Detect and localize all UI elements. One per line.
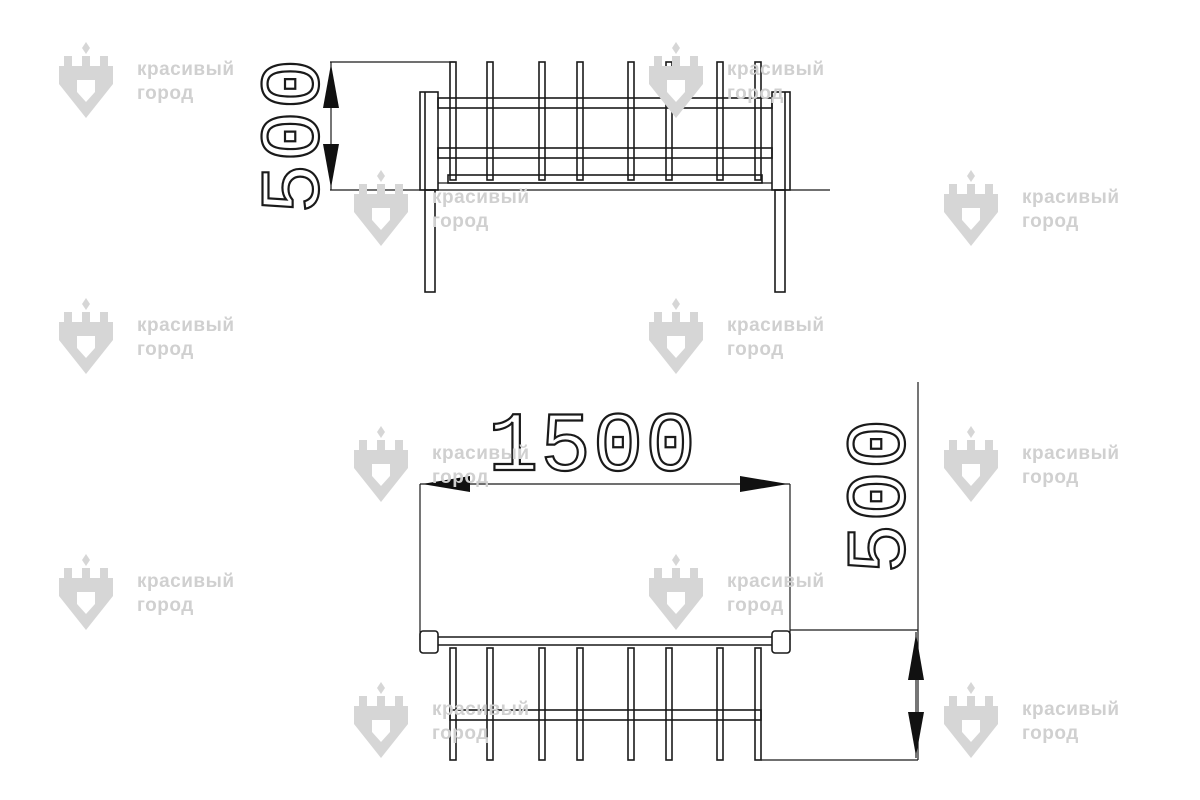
watermark-line-1: красивый	[432, 187, 530, 208]
castle-shield-logo-icon	[354, 682, 408, 758]
watermark: красивый город	[350, 168, 560, 248]
watermark-line-2: город	[1022, 723, 1079, 744]
watermark: красивый город	[645, 552, 855, 632]
side-view: 500	[248, 56, 830, 293]
middle-rail	[437, 147, 773, 159]
top-rail	[437, 97, 773, 109]
castle-shield-logo-icon	[649, 554, 703, 630]
watermark-line-1: красивый	[1022, 187, 1120, 208]
watermark-line-1: красивый	[1022, 699, 1120, 720]
watermark: красивый город	[645, 40, 855, 120]
watermark-line-2: город	[727, 339, 784, 360]
watermark-line-1: красивый	[137, 315, 235, 336]
dimension-top-width: 1500	[420, 400, 790, 497]
dimension-top-depth: 500	[834, 416, 931, 758]
dimension-side-height: 500	[248, 56, 345, 215]
dimension-label: 500	[249, 57, 344, 214]
castle-shield-logo-icon	[649, 42, 703, 118]
watermark: красивый город	[350, 424, 560, 504]
watermark-line-2: город	[137, 83, 194, 104]
dimension-label: 1500	[488, 401, 698, 496]
right-post-top	[771, 630, 791, 654]
side-vertical-bars	[449, 61, 762, 181]
watermark-line-1: красивый	[727, 571, 825, 592]
watermark-line-1: красивый	[727, 59, 825, 80]
castle-shield-logo-icon	[59, 554, 113, 630]
watermark-line-2: город	[1022, 467, 1079, 488]
right-post-leg	[774, 189, 786, 293]
watermark-line-2: город	[137, 339, 194, 360]
castle-shield-logo-icon	[944, 682, 998, 758]
watermark-line-1: красивый	[432, 699, 530, 720]
watermark: красивый город	[645, 296, 855, 376]
watermark: красивый город	[350, 680, 560, 760]
watermark: красивый город	[940, 424, 1150, 504]
watermark-line-1: красивый	[432, 443, 530, 464]
castle-shield-logo-icon	[944, 426, 998, 502]
watermark-line-2: город	[1022, 211, 1079, 232]
left-post-leg	[424, 189, 436, 293]
left-post-top	[419, 630, 439, 654]
watermark: красивый город	[940, 168, 1150, 248]
castle-shield-logo-icon	[59, 298, 113, 374]
watermark: красивый город	[55, 40, 265, 120]
castle-shield-logo-icon	[944, 170, 998, 246]
watermark: красивый город	[55, 552, 265, 632]
watermark-line-1: красивый	[137, 571, 235, 592]
watermark: красивый город	[55, 296, 265, 376]
watermark-line-2: город	[137, 595, 194, 616]
watermark-line-1: красивый	[727, 315, 825, 336]
watermark-line-2: город	[727, 595, 784, 616]
top-view: 1500 500	[419, 382, 931, 761]
castle-shield-logo-icon	[649, 298, 703, 374]
watermark-line-2: город	[432, 723, 489, 744]
watermark-line-2: город	[727, 83, 784, 104]
castle-shield-logo-icon	[354, 170, 408, 246]
watermark-line-2: город	[432, 467, 489, 488]
castle-shield-logo-icon	[59, 42, 113, 118]
watermark-line-2: город	[432, 211, 489, 232]
dimension-label: 500	[835, 417, 930, 574]
watermark-line-1: красивый	[1022, 443, 1120, 464]
top-vertical-slats	[449, 647, 762, 761]
castle-shield-logo-icon	[354, 426, 408, 502]
watermark-line-1: красивый	[137, 59, 235, 80]
watermark: красивый город	[940, 680, 1150, 760]
